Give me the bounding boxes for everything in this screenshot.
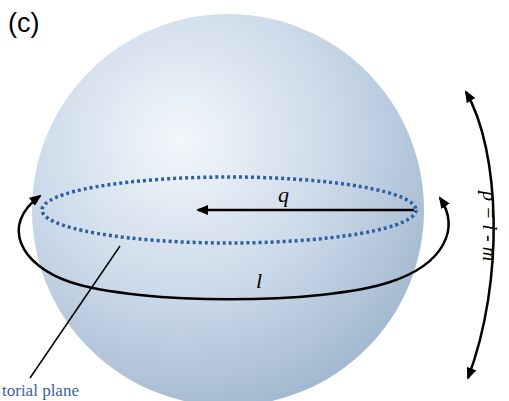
plane-label: torial plane: [2, 382, 79, 399]
sphere: [32, 14, 424, 401]
q-arrow: [198, 209, 414, 212]
tilt-label: p = l - m: [480, 191, 500, 261]
leader-line: [30, 246, 120, 378]
vector-label: q: [278, 184, 289, 206]
rotation-arrow: [19, 196, 449, 299]
panel-label: (c): [8, 10, 39, 37]
rotation-label: l: [256, 270, 262, 292]
equatorial-ring: [42, 177, 416, 243]
